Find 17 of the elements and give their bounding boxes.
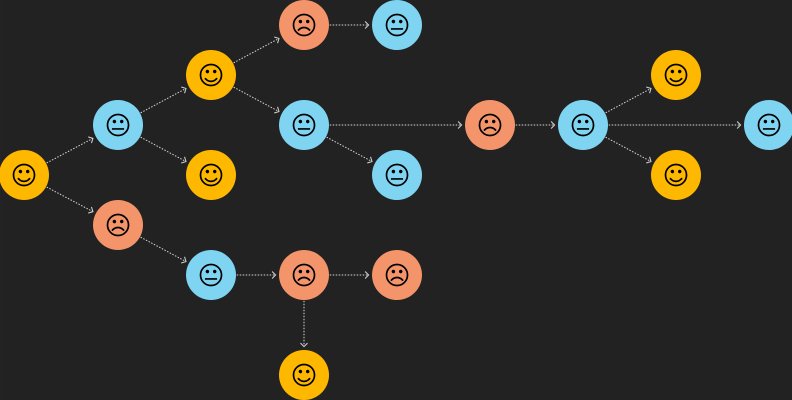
arrow bbox=[608, 121, 742, 129]
arrow bbox=[605, 86, 652, 114]
arrow bbox=[140, 236, 187, 264]
arrow bbox=[233, 36, 280, 64]
arrow bbox=[140, 136, 187, 164]
arrow bbox=[233, 86, 280, 114]
arrow bbox=[140, 86, 187, 114]
arrow bbox=[46, 136, 94, 164]
arrow bbox=[236, 271, 276, 279]
arrow bbox=[329, 121, 462, 129]
arrow bbox=[329, 21, 370, 29]
arrow bbox=[46, 186, 94, 214]
arrow bbox=[300, 300, 308, 348]
arrow bbox=[605, 136, 652, 164]
arrow bbox=[515, 121, 556, 129]
arrow bbox=[329, 271, 370, 279]
arrow bbox=[326, 136, 373, 164]
